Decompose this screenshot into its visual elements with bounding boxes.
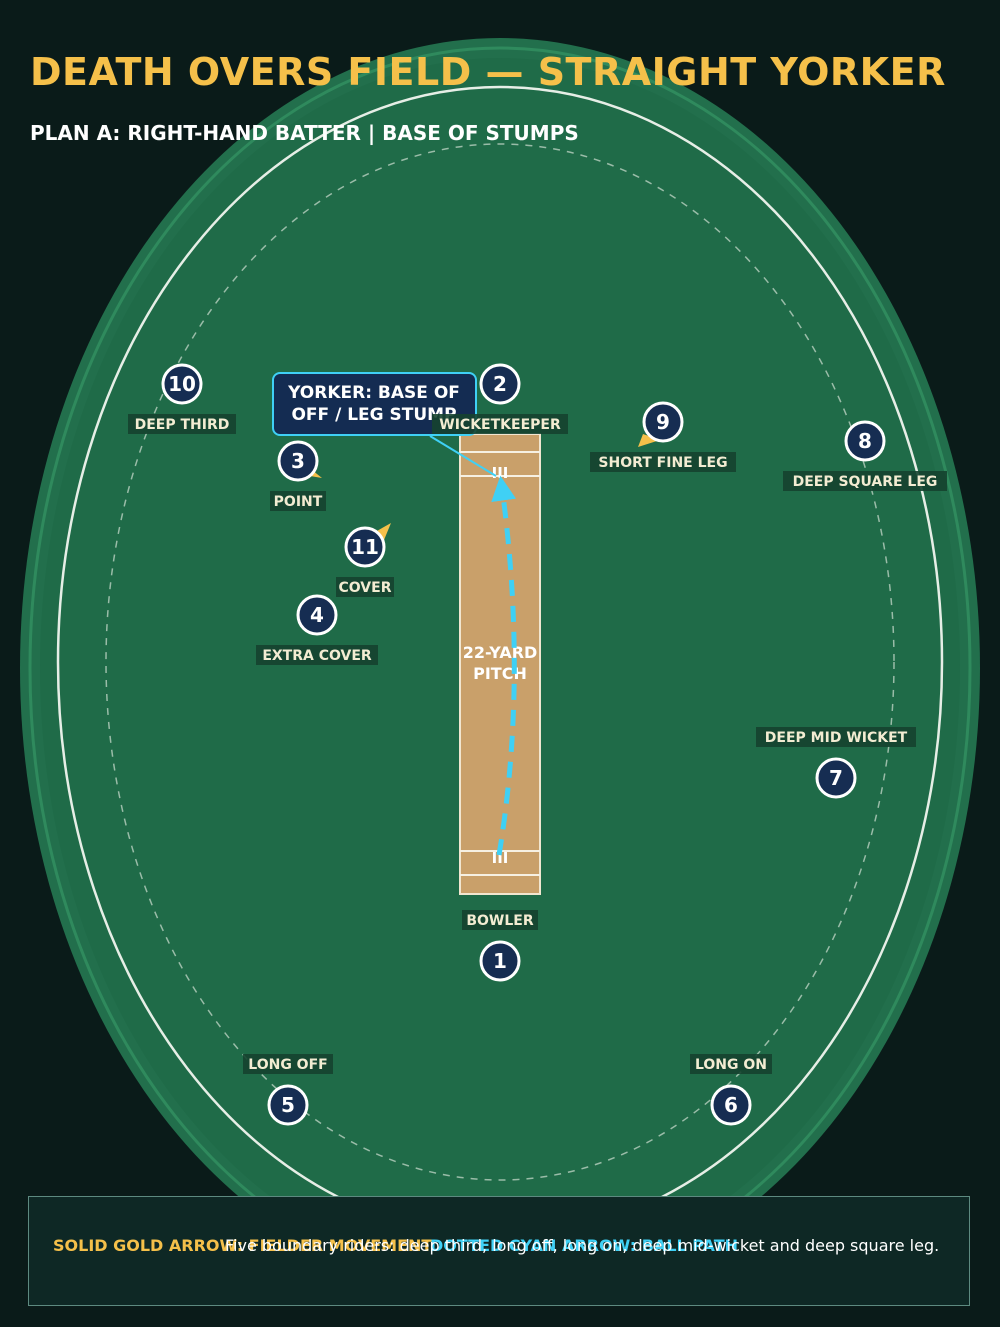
bowler-stumps: III (492, 849, 509, 867)
fielder-label-background (756, 727, 916, 747)
legend-gold-arrow: SOLID GOLD ARROW: FIELDER MOVEMENT (53, 1236, 433, 1255)
fielder-marker (296, 594, 338, 636)
fielder-deep-mid-wicket: DEEP MID WICKET 7 (756, 727, 916, 799)
fielder-label: EXTRA COVER (262, 648, 372, 664)
fielder-label-background (243, 1054, 333, 1074)
fielder-number: 11 (351, 535, 379, 559)
legend-cyan-arrow: DOTTED CYAN ARROW: BALL PATH (430, 1236, 738, 1255)
fielder-label: COVER (339, 580, 392, 596)
ball-path-arrow (491, 475, 517, 856)
pitch-label-line2: PITCH (473, 664, 527, 683)
fielder-label-background (783, 471, 947, 491)
fielder-marker (344, 526, 386, 568)
fielder-label: WICKETKEEPER (439, 417, 561, 433)
fielder-number: 9 (656, 410, 670, 434)
batter-stumps: III (492, 464, 509, 482)
legend-panel (28, 1196, 970, 1306)
fielder-number: 4 (310, 603, 324, 627)
fielder-number: 3 (291, 449, 305, 473)
fielder-movement-arrow (375, 523, 391, 540)
fielder-marker (479, 363, 521, 405)
fielder-number: 7 (829, 766, 843, 790)
fielder-long-off: LONG OFF 5 (243, 1054, 333, 1126)
fielder-number: 10 (168, 372, 196, 396)
fielder-marker (267, 1084, 309, 1126)
thirty-yard-circle (105, 143, 895, 1181)
fielder-number: 6 (724, 1093, 738, 1117)
callout-line2: OFF / LEG STUMP (291, 405, 456, 425)
fielder-label-background (690, 1054, 772, 1074)
page-subtitle: PLAN A: RIGHT-HAND BATTER | BASE OF STUM… (30, 121, 579, 145)
fielder-bowler: BOWLER 1 (462, 910, 538, 982)
fielder-label-background (256, 645, 378, 665)
fielder-point: POINT 3 (270, 440, 326, 511)
fielder-label-background (432, 414, 568, 434)
fielder-label: DEEP THIRD (135, 417, 230, 433)
fielder-long-on: LONG ON 6 (690, 1054, 772, 1126)
fielder-marker (642, 401, 684, 443)
fielder-deep-square-leg: DEEP SQUARE LEG 8 (783, 420, 947, 491)
fielder-label: POINT (274, 494, 323, 510)
pitch-label-line1: 22-YARD (463, 643, 538, 662)
fielder-marker (277, 440, 319, 482)
fielder-extra-cover: EXTRA COVER 4 (256, 594, 378, 665)
fielder-marker (710, 1084, 752, 1126)
fielder-number: 2 (493, 372, 507, 396)
callout-line1: YORKER: BASE OF (287, 383, 460, 403)
fielder-number: 8 (858, 429, 872, 453)
fielder-label-background (336, 577, 394, 597)
fielder-label: SHORT FINE LEG (598, 455, 727, 471)
fielder-wicketkeeper: WICKETKEEPER 2 (432, 363, 568, 434)
fielder-movement-arrow (638, 434, 660, 447)
pitch-strip (459, 433, 541, 895)
fielder-marker (161, 363, 203, 405)
fielder-label: DEEP MID WICKET (765, 730, 908, 746)
fielder-label: BOWLER (466, 913, 533, 929)
fielder-cover: COVER 11 (336, 526, 394, 597)
fielder-short-fine-leg: SHORT FINE LEG 9 (590, 401, 736, 472)
fielder-marker (479, 940, 521, 982)
fielder-label: LONG OFF (248, 1057, 327, 1073)
callout-leader-line (429, 435, 497, 477)
fielder-label: DEEP SQUARE LEG (793, 474, 938, 490)
page-title: DEATH OVERS FIELD — STRAIGHT YORKER (30, 50, 946, 94)
fielder-label-background (270, 491, 326, 511)
fielder-number: 1 (493, 949, 507, 973)
fielder-marker (815, 757, 857, 799)
fielder-marker (844, 420, 886, 462)
fielder-number: 5 (281, 1093, 295, 1117)
fielder-label: LONG ON (695, 1057, 767, 1073)
yorker-callout-box (272, 372, 477, 436)
legend-note: Five boundary riders: deep third, long o… (225, 1236, 940, 1255)
fielder-deep-third: DEEP THIRD 10 (128, 363, 236, 434)
fielder-label-background (590, 452, 736, 472)
fielder-label-background (462, 910, 538, 930)
fielder-label-background (128, 414, 236, 434)
